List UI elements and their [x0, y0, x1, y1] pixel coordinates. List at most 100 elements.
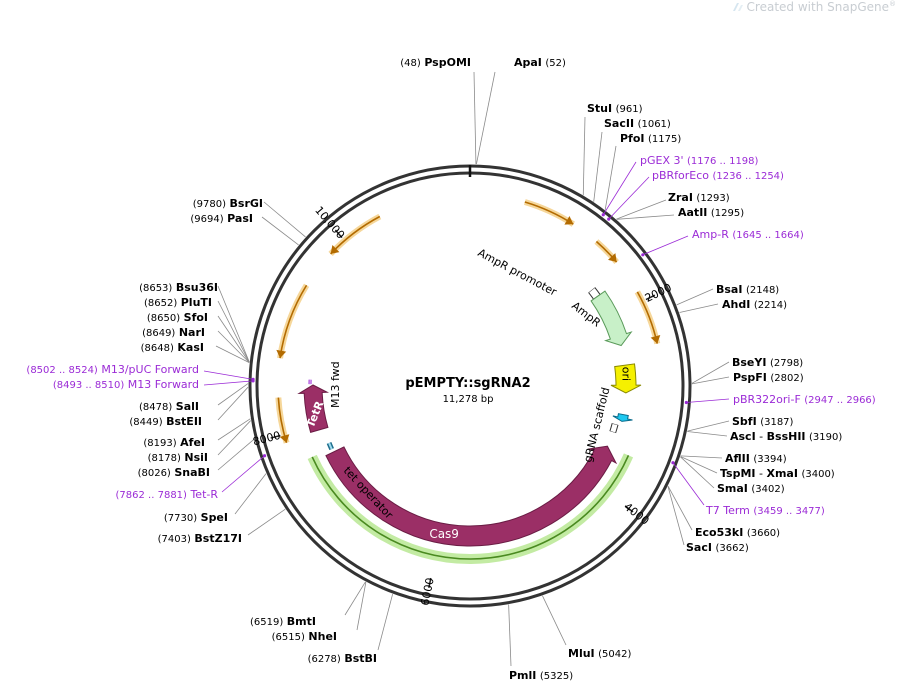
- enzyme-name: AhdI: [722, 298, 750, 311]
- enzyme-position: (3190): [809, 432, 842, 443]
- enzyme-label-bsrgi: (9780) BsrGI: [193, 197, 263, 210]
- feature-cas9[interactable]: [325, 445, 618, 547]
- enzyme-line-pspfi: [691, 376, 730, 385]
- enzyme-name: BstZ17I: [194, 532, 242, 545]
- enzyme-label-bstz17i: (7403) BstZ17I: [158, 532, 242, 545]
- enzyme-label-bseyi: BseYI (2798): [732, 356, 803, 369]
- enzyme-line-zrai: [616, 199, 667, 220]
- enzyme-line-nhei: [356, 582, 367, 631]
- enzyme-name: SacII: [604, 117, 634, 130]
- primer-label-t7-term: T7 Term (3459 .. 3477): [705, 504, 825, 517]
- enzyme-line-ahdi: [679, 303, 719, 313]
- primer-label-m13-puc-forward: (8502 .. 8524) M13/pUC Forward: [26, 363, 199, 376]
- enzyme-label-aatii: AatII (1295): [678, 206, 744, 219]
- enzyme-name: ApaI: [514, 56, 542, 69]
- orf-arc-halo: [523, 199, 575, 227]
- enzyme-label-bsu36i: (8653) Bsu36I: [139, 281, 218, 294]
- enzyme-lines: [203, 71, 730, 667]
- feature-label-ori: ori: [620, 367, 633, 381]
- feature-tetr[interactable]: [297, 384, 330, 434]
- primer-line-m13-puc-forward: [203, 370, 254, 380]
- enzyme-name: PspFI: [733, 371, 767, 384]
- enzyme-label-aflii: AflII (3394): [725, 452, 787, 465]
- enzyme-name: NarI: [179, 326, 205, 339]
- feature-grna-scaffold[interactable]: [612, 413, 633, 422]
- enzyme-name: SnaBI: [174, 466, 210, 479]
- enzyme-label-nari: (8649) NarI: [142, 326, 205, 339]
- primer-line-m13-forward: [203, 380, 254, 386]
- enzyme-label-pmli: PmlI (5325): [509, 669, 573, 682]
- enzyme-position: (8478): [139, 402, 172, 413]
- primer-mark-pbr322ori-f: [684, 400, 688, 405]
- enzyme-line-nsii: [217, 420, 251, 456]
- enzyme-label-nhei: (6515) NheI: [272, 630, 337, 643]
- orf-arrowhead: [564, 215, 574, 225]
- enzyme-line-saci: [667, 486, 685, 546]
- enzyme-name: BstEII: [166, 415, 202, 428]
- enzyme-name: KasI: [177, 341, 204, 354]
- enzyme-name: PasI: [227, 212, 253, 225]
- enzyme-position: (9694): [190, 214, 223, 225]
- primer-mark-pgex-3: [601, 213, 605, 217]
- enzyme-position: (8649): [142, 328, 175, 339]
- primer-label-pgex-3: pGEX 3' (1176 .. 1198): [640, 154, 759, 167]
- enzyme-position: (8193): [143, 438, 176, 449]
- enzyme-name: MluI: [568, 647, 595, 660]
- snapgene-logo-icon: [732, 1, 744, 11]
- enzyme-position: (48): [400, 58, 421, 69]
- enzyme-position: (5325): [540, 671, 573, 682]
- enzyme-position: (3660): [747, 528, 780, 539]
- enzyme-line-apai: [476, 71, 496, 165]
- enzyme-label-pfoi: PfoI (1175): [620, 132, 681, 145]
- feature-ori[interactable]: [610, 363, 642, 394]
- enzyme-label-saci: SacI (3662): [686, 541, 749, 554]
- primer-line-amp-r: [642, 235, 689, 256]
- cas9-orf: [311, 455, 630, 560]
- enzyme-name: PluTI: [181, 296, 212, 309]
- enzyme-label-sfoi: (8650) SfoI: [147, 311, 208, 324]
- enzyme-name: SfoI: [184, 311, 208, 324]
- enzyme-position: (3402): [751, 484, 784, 495]
- enzyme-label-pasi: (9694) PasI: [190, 212, 253, 225]
- enzyme-position: (7730): [164, 513, 197, 524]
- enzyme-name: SalI: [176, 400, 199, 413]
- enzyme-line-asci: [687, 431, 728, 437]
- enzyme-label-apai: ApaI (52): [514, 56, 566, 69]
- enzyme-name: AflII: [725, 452, 750, 465]
- enzyme-label-asci: AscI - BssHII (3190): [730, 430, 842, 443]
- enzyme-line-mlui: [542, 595, 567, 646]
- enzyme-label-sbfi: SbfI (3187): [732, 415, 794, 428]
- enzyme-name: BmtI: [287, 615, 316, 628]
- enzyme-name: AfeI: [180, 436, 205, 449]
- enzyme-label-pspomi: (48) PspOMI: [400, 56, 471, 69]
- enzyme-label-afei: (8193) AfeI: [143, 436, 205, 449]
- enzyme-label-stui: StuI (961): [587, 102, 643, 115]
- tick-8000: [270, 434, 281, 439]
- plasmid-name: pEMPTY::sgRNA2: [405, 376, 530, 391]
- enzyme-position: (52): [545, 58, 566, 69]
- plasmid-size: 11,278 bp: [443, 394, 494, 405]
- enzyme-label-bsai: BsaI (2148): [716, 283, 779, 296]
- enzyme-label-tspmi: TspMI - XmaI (3400): [720, 467, 835, 480]
- enzyme-line-pluti: [217, 300, 250, 363]
- feature-label-m13-fwd: M13 fwd: [329, 361, 342, 408]
- enzyme-line-bsrgi: [263, 201, 306, 238]
- enzyme-name: BsrGI: [230, 197, 263, 210]
- enzyme-position: (6519): [250, 617, 283, 628]
- enzyme-position: (7403): [158, 534, 191, 545]
- primer-label-tet-r: (7862 .. 7881) Tet-R: [116, 488, 219, 501]
- enzyme-name: BstBI: [344, 652, 377, 665]
- enzyme-name: SacI: [686, 541, 712, 554]
- enzyme-position: (6515): [272, 632, 305, 643]
- enzyme-label-snabi: (8026) SnaBI: [138, 466, 210, 479]
- enzyme-position: (3187): [760, 417, 793, 428]
- primer-mark-pbrforeco: [607, 217, 611, 221]
- enzyme-name: PspOMI: [424, 56, 471, 69]
- enzyme-position: (8449): [129, 417, 162, 428]
- enzyme-position: (6278): [308, 654, 341, 665]
- enzyme-line-bstz17i: [247, 508, 286, 536]
- feature-ampr[interactable]: [590, 290, 633, 347]
- enzyme-label-sacii: SacII (1061): [604, 117, 671, 130]
- enzyme-name: SmaI: [717, 482, 748, 495]
- enzyme-position: (8178): [148, 453, 181, 464]
